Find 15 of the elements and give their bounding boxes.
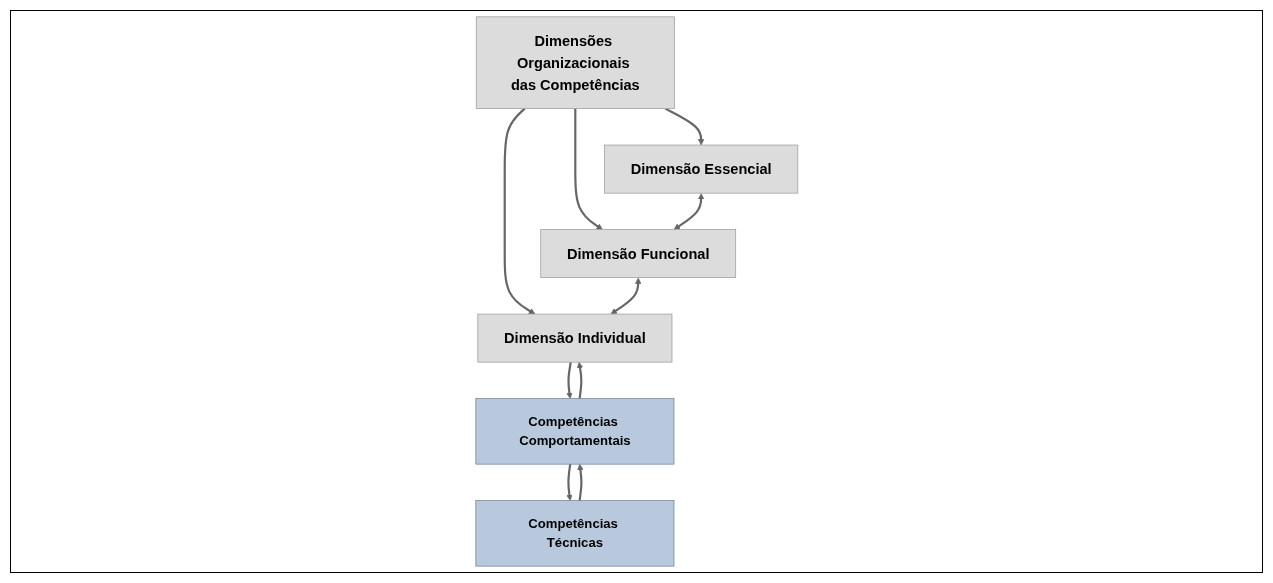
node-box: Dimensão Essencial bbox=[603, 144, 798, 194]
arrow bbox=[573, 108, 603, 230]
arrow bbox=[565, 464, 573, 501]
arrow bbox=[610, 277, 642, 315]
node-box: Dimensão Funcional bbox=[540, 229, 736, 279]
arrow bbox=[503, 107, 535, 315]
arrow bbox=[576, 361, 583, 399]
arrow bbox=[565, 362, 573, 399]
node-box: Competências Técnicas bbox=[475, 500, 675, 567]
arrow bbox=[664, 107, 704, 146]
arrow bbox=[673, 193, 704, 230]
arrow bbox=[576, 463, 584, 501]
node-box: Dimensão Individual bbox=[477, 313, 672, 363]
node-box: Competências Comportamentais bbox=[475, 398, 675, 465]
node-box: Dimensões Organizacionais das Competências bbox=[475, 16, 675, 109]
